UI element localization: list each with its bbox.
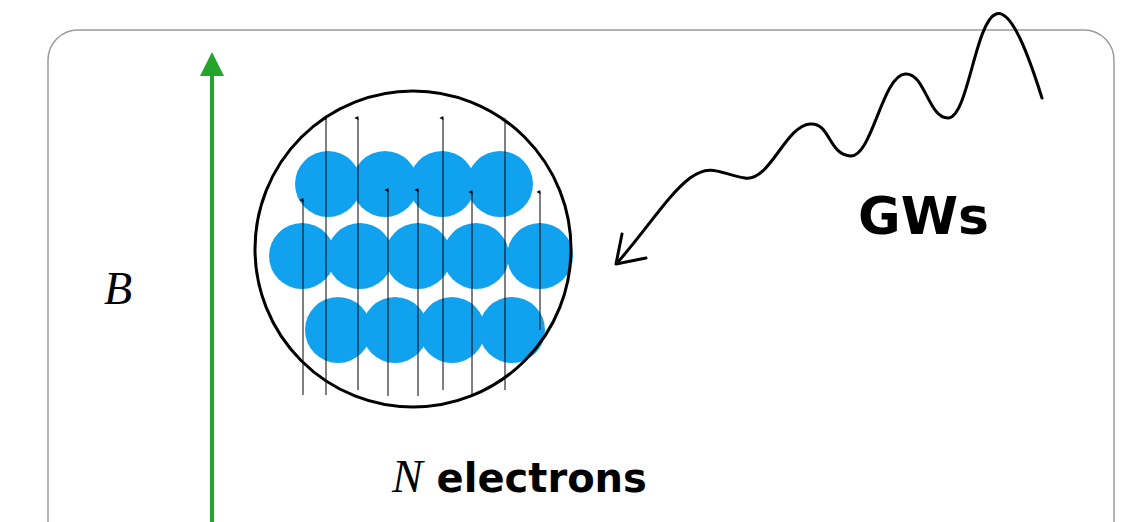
field-label: B: [104, 262, 132, 315]
ensemble-outline: [252, 88, 574, 410]
field-arrow-shaft: [210, 70, 214, 522]
spins: [303, 118, 540, 396]
electron: [443, 223, 509, 289]
electron: [467, 151, 533, 217]
spin-arrow: [358, 118, 359, 390]
electrons: [269, 151, 573, 363]
wave-arrow-head: [616, 234, 646, 264]
electron: [269, 223, 335, 289]
electron: [327, 223, 393, 289]
electron: [305, 297, 371, 363]
spin-arrow: [505, 120, 506, 390]
spin-arrow: [418, 190, 419, 396]
field-arrow-head: [200, 52, 224, 76]
spin-arrow: [303, 200, 304, 395]
spin-arrow: [540, 192, 541, 330]
ensemble-circle: [255, 91, 571, 407]
electron: [295, 151, 361, 217]
spin-arrow: [472, 192, 473, 396]
electron: [409, 151, 475, 217]
spin-arrow: [388, 190, 389, 396]
node-caption: N electrons: [392, 450, 647, 503]
spin-arrow: [443, 118, 444, 390]
electron: [352, 151, 418, 217]
wave-label: GWs: [858, 186, 989, 246]
gravitational-wave: [618, 14, 1042, 262]
electron-ensemble: N electrons: [252, 88, 574, 410]
frame: [48, 30, 1114, 522]
electron: [479, 297, 545, 363]
spin-arrow: [326, 118, 327, 395]
electron: [419, 297, 485, 363]
